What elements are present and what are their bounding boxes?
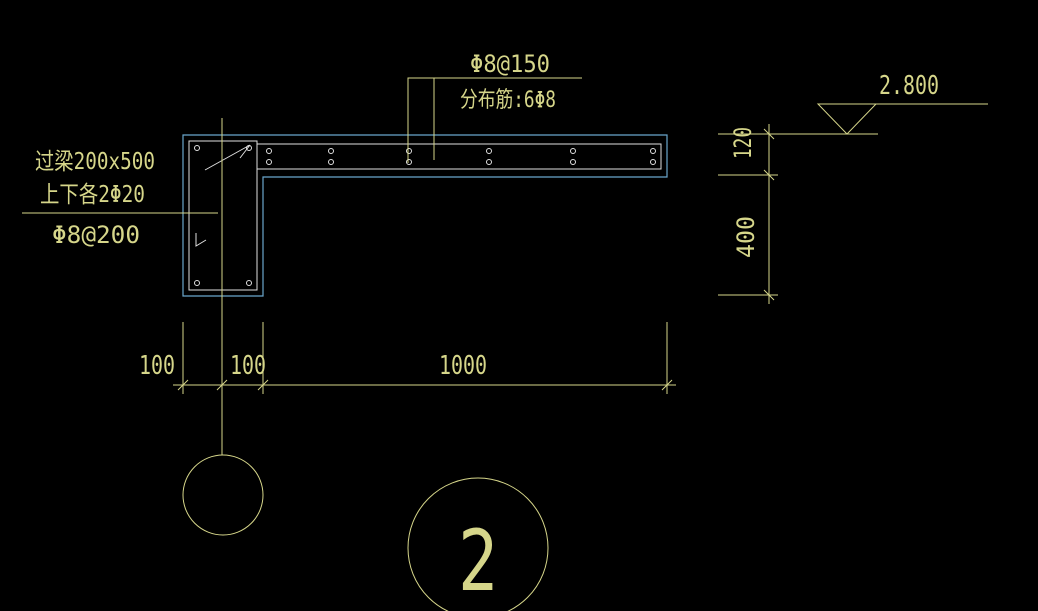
rebar-dot (328, 159, 334, 165)
hdim-tick (257, 379, 269, 391)
axis-bubble (182, 454, 264, 536)
rebar-dot (486, 148, 492, 154)
slab-rebar-outline (257, 143, 662, 170)
rebar-dot (570, 159, 576, 165)
top-callout-line2: 分布筋:6Φ8 (460, 88, 556, 113)
elevation-symbol (770, 103, 988, 135)
left-callout-line2: 上下各2Φ20 (40, 182, 145, 208)
hdim-second-text: 100 (230, 351, 266, 381)
rebar-cage (188, 140, 662, 291)
left-callout-line1: 过梁200x500 (35, 149, 155, 175)
hdim-tick (177, 379, 189, 391)
elevation-triangle (816, 103, 878, 135)
rebar-dot (570, 148, 576, 154)
vertical-dimension (718, 124, 778, 304)
rebar-dots (194, 145, 656, 286)
vdim-tick (763, 289, 775, 301)
rebar-dot (406, 159, 412, 165)
rebar-dot (266, 148, 272, 154)
section-mark-number: 2 (458, 512, 498, 610)
vdim-tick (763, 169, 775, 181)
rebar-dot (246, 145, 252, 151)
rebar-dot (246, 280, 252, 286)
hdim-first-text: 100 (139, 351, 175, 381)
rebar-dot (486, 159, 492, 165)
beam-stirrup (188, 140, 258, 291)
rebar-dot (650, 148, 656, 154)
stirrup-hook-bottom (195, 233, 207, 247)
outer-outline (182, 134, 668, 297)
hdim-third-text: 1000 (439, 351, 487, 381)
leader-lines (22, 77, 582, 455)
rebar-dot (194, 280, 200, 286)
rebar-dot (650, 159, 656, 165)
elevation-value: 2.800 (879, 71, 939, 101)
rebar-dot (328, 148, 334, 154)
horizontal-dimension (173, 322, 676, 394)
rebar-dot (194, 145, 200, 151)
hdim-tick (216, 379, 228, 391)
vdim-top-text: 120 (729, 127, 757, 159)
stirrup-hook (204, 144, 251, 171)
annotations: Φ8@150 分布筋:6Φ8 过梁200x500 上下各2Φ20 Φ8@200 … (35, 50, 939, 610)
vdim-bottom-text: 400 (732, 216, 760, 258)
hdim-tick (661, 379, 673, 391)
top-callout-line1: Φ8@150 (470, 50, 550, 78)
top-callout-leader (407, 77, 582, 163)
rebar-dot (266, 159, 272, 165)
vdim-tick (763, 128, 775, 140)
rebar-dot (406, 148, 412, 154)
section-outline (182, 134, 668, 297)
left-callout-line3: Φ8@200 (52, 221, 140, 249)
section-mark-circle (407, 477, 549, 611)
